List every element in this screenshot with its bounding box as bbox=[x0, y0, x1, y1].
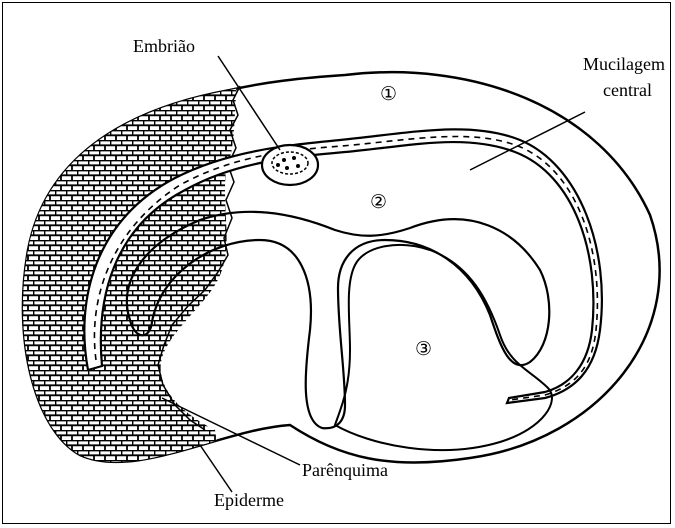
parenchyma-label: Parênquima bbox=[302, 460, 388, 480]
embryo bbox=[262, 145, 318, 185]
mucilage-label-line1: Mucilagem bbox=[583, 54, 665, 74]
region-1-marker: ① bbox=[380, 83, 397, 105]
mucilage-label-line2: central bbox=[603, 80, 652, 100]
cellular-tissue-region bbox=[0, 60, 240, 528]
epidermis-leader bbox=[200, 445, 232, 492]
region-2-marker: ② bbox=[370, 191, 387, 213]
region-3-marker: ③ bbox=[415, 338, 432, 360]
epidermis-label: Epiderme bbox=[214, 490, 284, 510]
embryo-label: Embrião bbox=[133, 36, 195, 56]
